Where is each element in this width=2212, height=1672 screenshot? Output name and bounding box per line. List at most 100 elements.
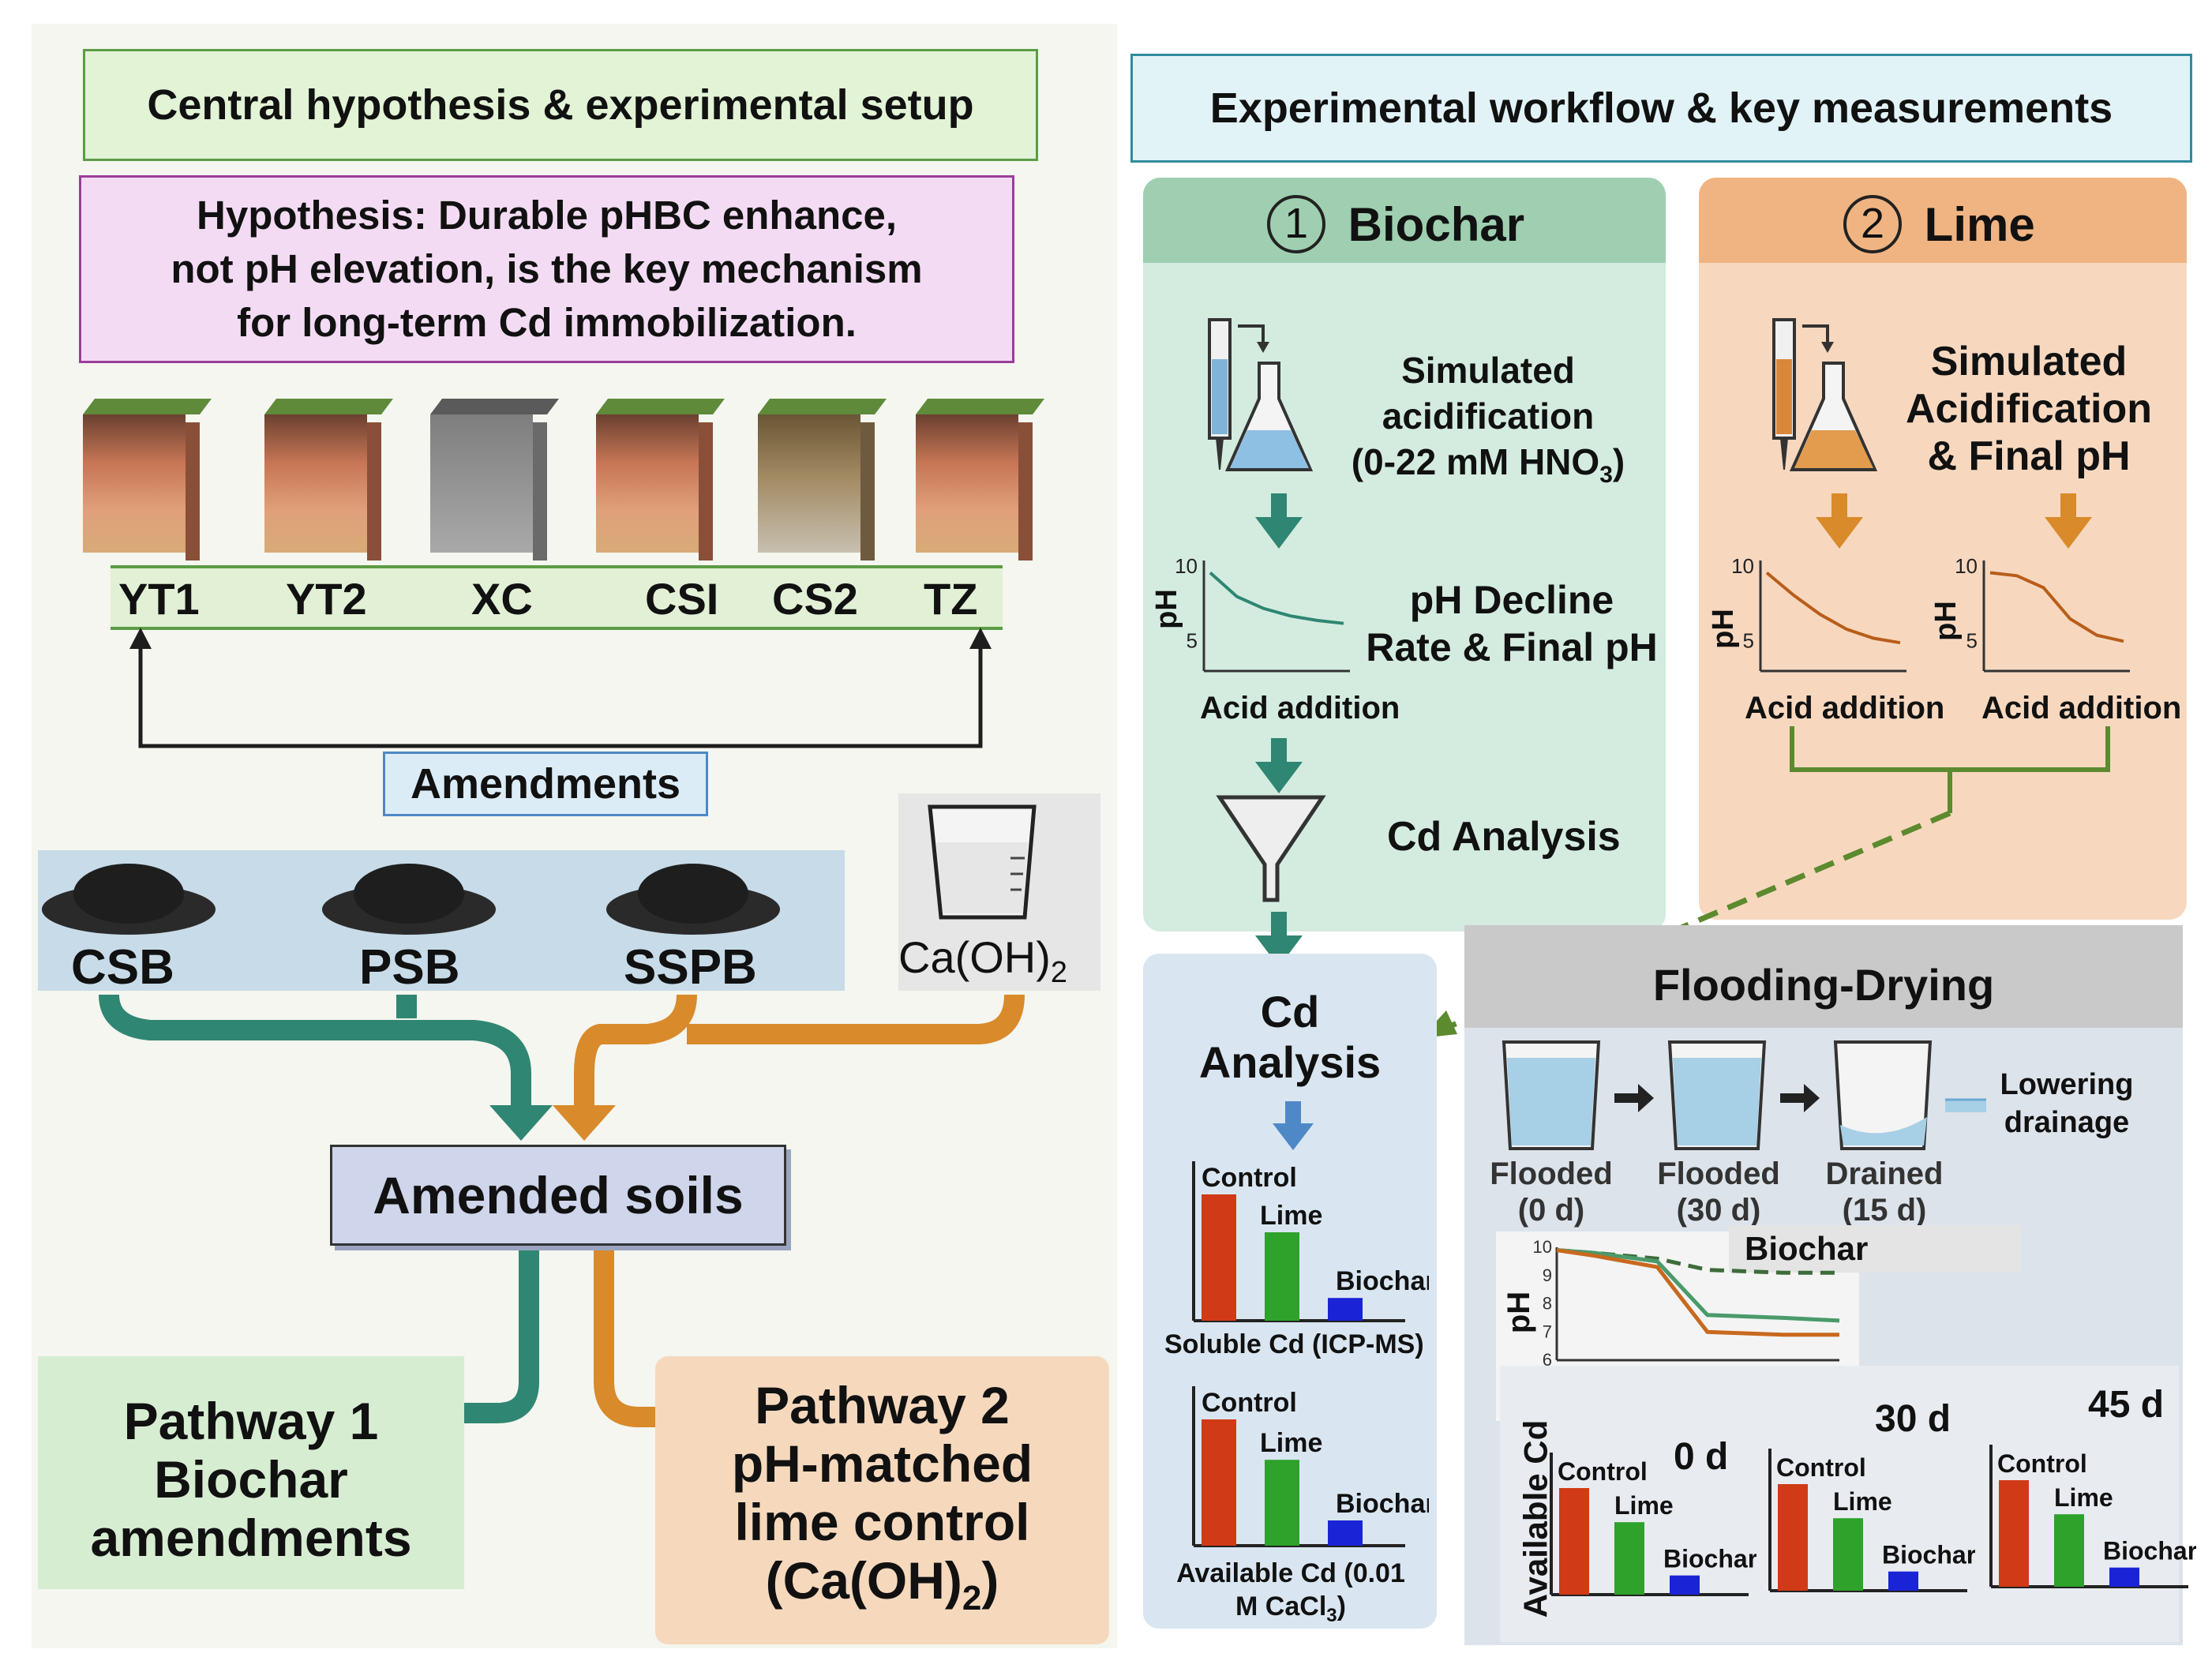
ph-time-chart-title: Biochar	[1745, 1230, 1869, 1267]
bar-control	[1202, 1419, 1236, 1546]
hypothesis-box: Hypothesis: Durable pHBC enhance, not pH…	[79, 175, 1014, 363]
lime-acid-line-1: Simulated	[1930, 339, 2128, 384]
ph-series-line-2	[1556, 1248, 1840, 1323]
cd-analysis-down-arrow	[1273, 1101, 1314, 1150]
ph-time-title-bg	[1729, 1225, 2021, 1273]
drainage-legend-icon	[1945, 1098, 1986, 1112]
biochar-decline-line-2: Rate & Final pH	[1366, 625, 1658, 669]
biochar-label-sspb: SSPB	[624, 940, 757, 995]
lime-acid-line-2: Acidification	[1905, 386, 2153, 432]
biochar-acid-text: Simulated acidification (0-22 mM HNO3)	[1334, 347, 1642, 498]
soil-block-tz	[916, 399, 1044, 560]
lime-ph-chart-1: 10 5	[1731, 554, 1906, 673]
soil-label-tz: TZ	[924, 574, 978, 624]
series-line	[1989, 571, 2124, 643]
y-tick-label: 5	[1743, 628, 1754, 652]
available-cd-caption-line-2: M CaCl3)	[1235, 1591, 1346, 1626]
flooding-beakers	[1502, 1040, 1933, 1150]
cd-analysis-title-line-1: Cd	[1260, 987, 1320, 1037]
flow-arrows	[99, 994, 1025, 1445]
beaker-label-1-line-1: Flooded	[1490, 1157, 1613, 1191]
bar-label-biochar: Biochar	[1882, 1541, 1975, 1569]
amendments-bracket	[129, 628, 992, 748]
beaker-label-1-line-2: (0 d)	[1517, 1193, 1585, 1228]
pathway-2-line-3: lime control	[734, 1493, 1030, 1551]
lime-title: 2 Lime	[1843, 193, 2035, 254]
series-line	[1209, 572, 1344, 625]
lime-acid-addition-label-2: Acid addition	[1981, 691, 2182, 725]
beaker-flooded-30d	[1667, 1040, 1767, 1150]
bar-biochar	[1670, 1575, 1700, 1595]
biochar-column-header	[1143, 178, 1666, 263]
biochar-down-arrows	[1255, 493, 1303, 967]
bar-label-control: Control	[1558, 1457, 1648, 1486]
lime-acid-text: Simulated Acidification & Final pH	[1891, 338, 2167, 480]
biochar-decline-text: pH Decline Rate & Final pH	[1362, 576, 1662, 671]
y-tick-label: 7	[1543, 1321, 1552, 1341]
bar-lime	[1614, 1522, 1644, 1595]
bar-label-biochar: Biochar	[2103, 1537, 2196, 1565]
y-tick-label: 10	[1533, 1238, 1552, 1257]
biochar-decline-line-1: pH Decline	[1409, 578, 1614, 622]
bar-lime	[2054, 1514, 2084, 1587]
day-label-0: 0 d	[1674, 1436, 1729, 1478]
available-cd-caption-line-1: Available Cd (0.01	[1176, 1558, 1405, 1588]
right-header: Experimental workflow & key measurements	[1130, 54, 2192, 163]
beaker-label-3: Drained (15 d)	[1817, 1156, 1951, 1228]
lime-beaker-icon	[928, 804, 1037, 920]
lime-down-arrows	[1816, 493, 2092, 549]
biochar-ph-chart: 10 5	[1175, 554, 1350, 673]
bar-label-lime: Lime	[2054, 1483, 2113, 1512]
cd-analysis-title-line-2: Analysis	[1198, 1037, 1382, 1087]
soil-label-yt2: YT2	[286, 574, 367, 624]
biochar-acid-concentration: (0-22 mM HNO3)	[1351, 441, 1625, 489]
y-tick-label: 10	[1955, 554, 1978, 578]
soil-block-xc	[430, 399, 559, 560]
pathway-2-line-1: Pathway 2	[755, 1376, 1010, 1434]
beaker-label-1: Flooded (0 d)	[1484, 1156, 1618, 1228]
y-tick-label: 10	[1731, 554, 1754, 578]
beaker-drained-15d	[1833, 1040, 1933, 1150]
bar-label-lime: Lime	[1260, 1201, 1322, 1231]
biochar-pile-psb	[322, 864, 496, 935]
pathway-2-line-4: (Ca(OH)2)	[765, 1551, 999, 1618]
bar-label-lime: Lime	[1833, 1487, 1892, 1516]
left-header: Central hypothesis & experimental setup	[83, 49, 1038, 161]
amended-soils-box: Amended soils	[330, 1145, 786, 1246]
biochar-cd-analysis-label: Cd Analysis	[1387, 814, 1621, 860]
biochar-pile-csb	[42, 864, 216, 935]
drainage-legend-line-2: drainage	[2004, 1106, 2130, 1139]
day-label-45: 45 d	[2088, 1384, 2165, 1426]
hypothesis-line-1: Hypothesis: Durable pHBC enhance,	[197, 193, 897, 238]
bar-control	[1559, 1488, 1589, 1595]
bar-control	[1202, 1194, 1236, 1321]
soil-label-xc: XC	[471, 574, 533, 624]
y-tick-label: 10	[1175, 554, 1198, 578]
biochar-label-csb: CSB	[71, 940, 174, 995]
cd-analysis-title: Cd Analysis	[1143, 987, 1437, 1088]
soil-blocks	[83, 399, 1044, 560]
beaker-label-2-line-2: (30 d)	[1676, 1193, 1761, 1228]
biochar-title: 1 Biochar	[1267, 193, 1524, 254]
beaker-label-2-line-1: Flooded	[1657, 1157, 1780, 1191]
drainage-legend-text: Lowering drainage	[1988, 1066, 2146, 1142]
bar-label-biochar: Biochar	[1663, 1545, 1756, 1573]
bar-label-control: Control	[1202, 1388, 1297, 1418]
y-tick-label: 5	[1966, 628, 1978, 652]
y-tick-label: 5	[1187, 628, 1198, 652]
lime-column	[1699, 178, 2187, 920]
pathway-1-line-2: Biochar	[154, 1450, 348, 1509]
lime-burette-flask-icon	[1772, 318, 1878, 471]
hypothesis-line-2: not pH elevation, is the key mechanism	[171, 246, 923, 291]
lime-ph-chart-2: 10 5	[1955, 554, 2130, 673]
day-label-30: 30 d	[1875, 1398, 1951, 1440]
biochar-piles	[42, 864, 780, 935]
biochar-acid-addition-label: Acid addition	[1200, 691, 1400, 725]
flooding-title: Flooding-Drying	[1652, 960, 1995, 1010]
beaker-flooded-0d	[1502, 1040, 1601, 1150]
bar-label-lime: Lime	[1614, 1491, 1674, 1520]
